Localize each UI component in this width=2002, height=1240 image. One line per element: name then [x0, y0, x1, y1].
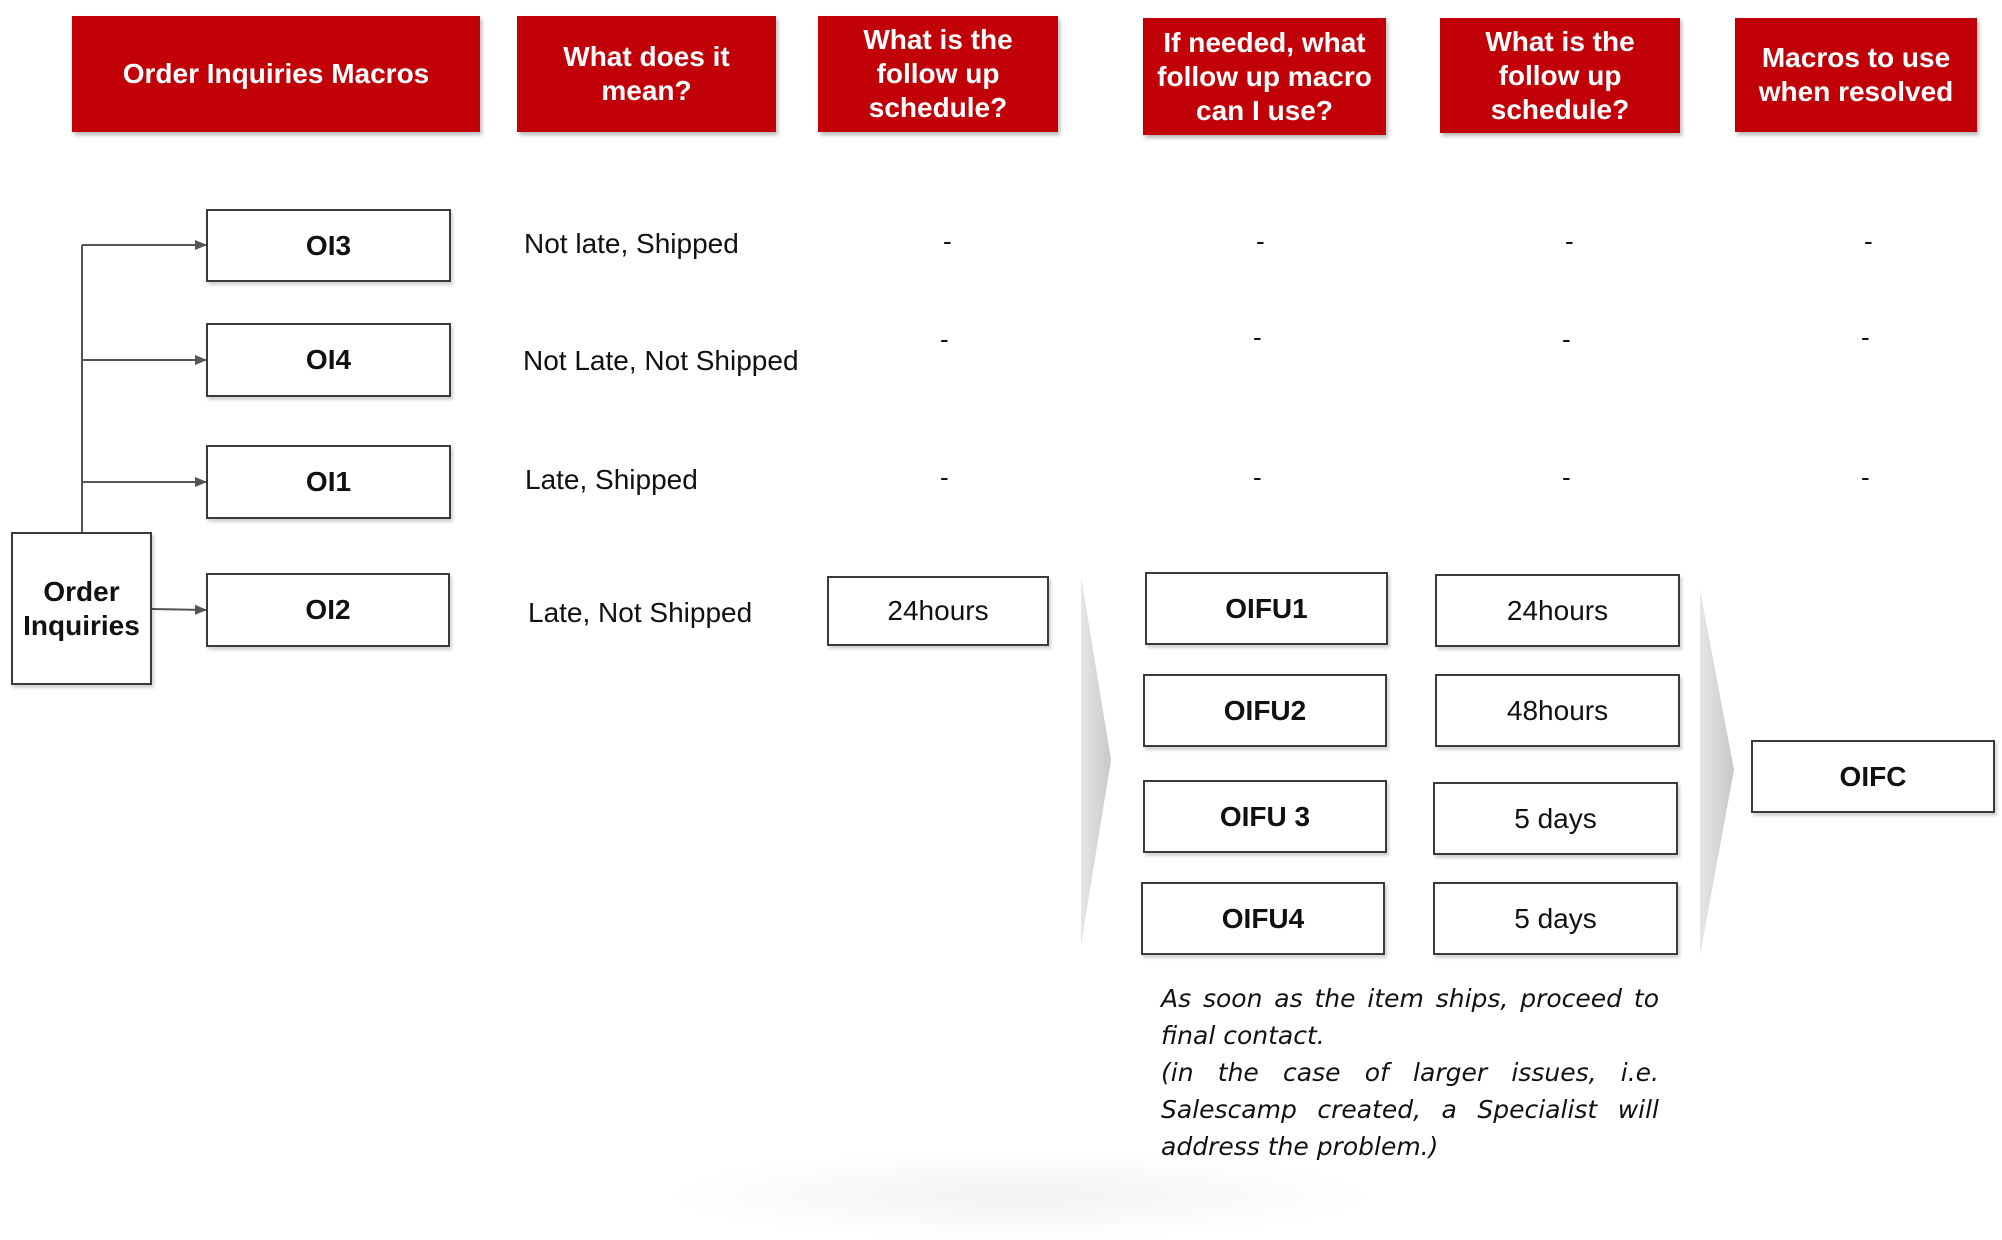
followup-oi4: - — [1253, 322, 1262, 352]
followup-macro-oifu1: OIFU1 — [1145, 572, 1388, 645]
macro-box-oi1: OI1 — [206, 445, 451, 519]
macro-box-oi4: OI4 — [206, 323, 451, 397]
header-followup-macro-schedule: What is the follow up schedule? — [1440, 18, 1680, 133]
followup-oi3: - — [1256, 226, 1265, 256]
meaning-oi2: Late, Not Shipped — [528, 597, 753, 628]
flow-connectors — [81, 240, 1734, 955]
schedule-oi1: - — [940, 462, 949, 492]
followup-schedule-oi4: - — [1562, 324, 1571, 354]
schedule-oi4: - — [940, 324, 949, 354]
macro-box-oi2: OI2 — [206, 573, 450, 647]
followup-oi1: - — [1253, 462, 1262, 492]
followup-schedule-oifu3: 5 days — [1433, 782, 1678, 855]
followup-schedule-oifu1: 24hours — [1435, 574, 1680, 647]
macro-box-oi3: OI3 — [206, 209, 451, 282]
header-resolved-macros: Macros to use when resolved — [1735, 18, 1977, 132]
meaning-oi4: Not Late, Not Shipped — [523, 345, 799, 376]
meaning-oi1: Late, Shipped — [525, 464, 698, 495]
followup-schedule-oi1: - — [1562, 462, 1571, 492]
resolved-oi1: - — [1861, 462, 1870, 492]
resolved-oi3: - — [1864, 226, 1873, 256]
meaning-oi3: Not late, Shipped — [524, 228, 739, 259]
arrow-to-oi2 — [151, 604, 207, 615]
header-order-inquiries-macros: Order Inquiries Macros — [72, 16, 480, 132]
schedule-oi3: - — [943, 226, 952, 256]
chevron-arrow-1 — [1081, 576, 1111, 945]
order-inquiries-box: Order Inquiries — [11, 532, 152, 685]
header-followup-macro: If needed, what follow up macro can I us… — [1143, 18, 1386, 135]
followup-note: As soon as the item ships, proceed to fi… — [1161, 980, 1659, 1165]
header-meaning: What does it mean? — [517, 16, 776, 132]
resolved-macro-oifc: OIFC — [1751, 740, 1995, 813]
header-followup-schedule: What is the follow up schedule? — [818, 16, 1058, 132]
chevron-arrow-2 — [1700, 590, 1734, 955]
resolved-oi4: - — [1861, 322, 1870, 352]
note-text: As soon as the item ships, proceed to fi… — [1161, 984, 1659, 1161]
followup-macro-oifu2: OIFU2 — [1143, 674, 1387, 747]
schedule-oi2-box: 24hours — [827, 576, 1049, 646]
followup-schedule-oi3: - — [1565, 226, 1574, 256]
followup-schedule-oifu4: 5 days — [1433, 882, 1678, 955]
followup-schedule-oifu2: 48hours — [1435, 674, 1680, 747]
bottom-shadow — [660, 1150, 1380, 1240]
followup-macro-oifu3: OIFU 3 — [1143, 780, 1387, 853]
followup-macro-oifu4: OIFU4 — [1141, 882, 1385, 955]
